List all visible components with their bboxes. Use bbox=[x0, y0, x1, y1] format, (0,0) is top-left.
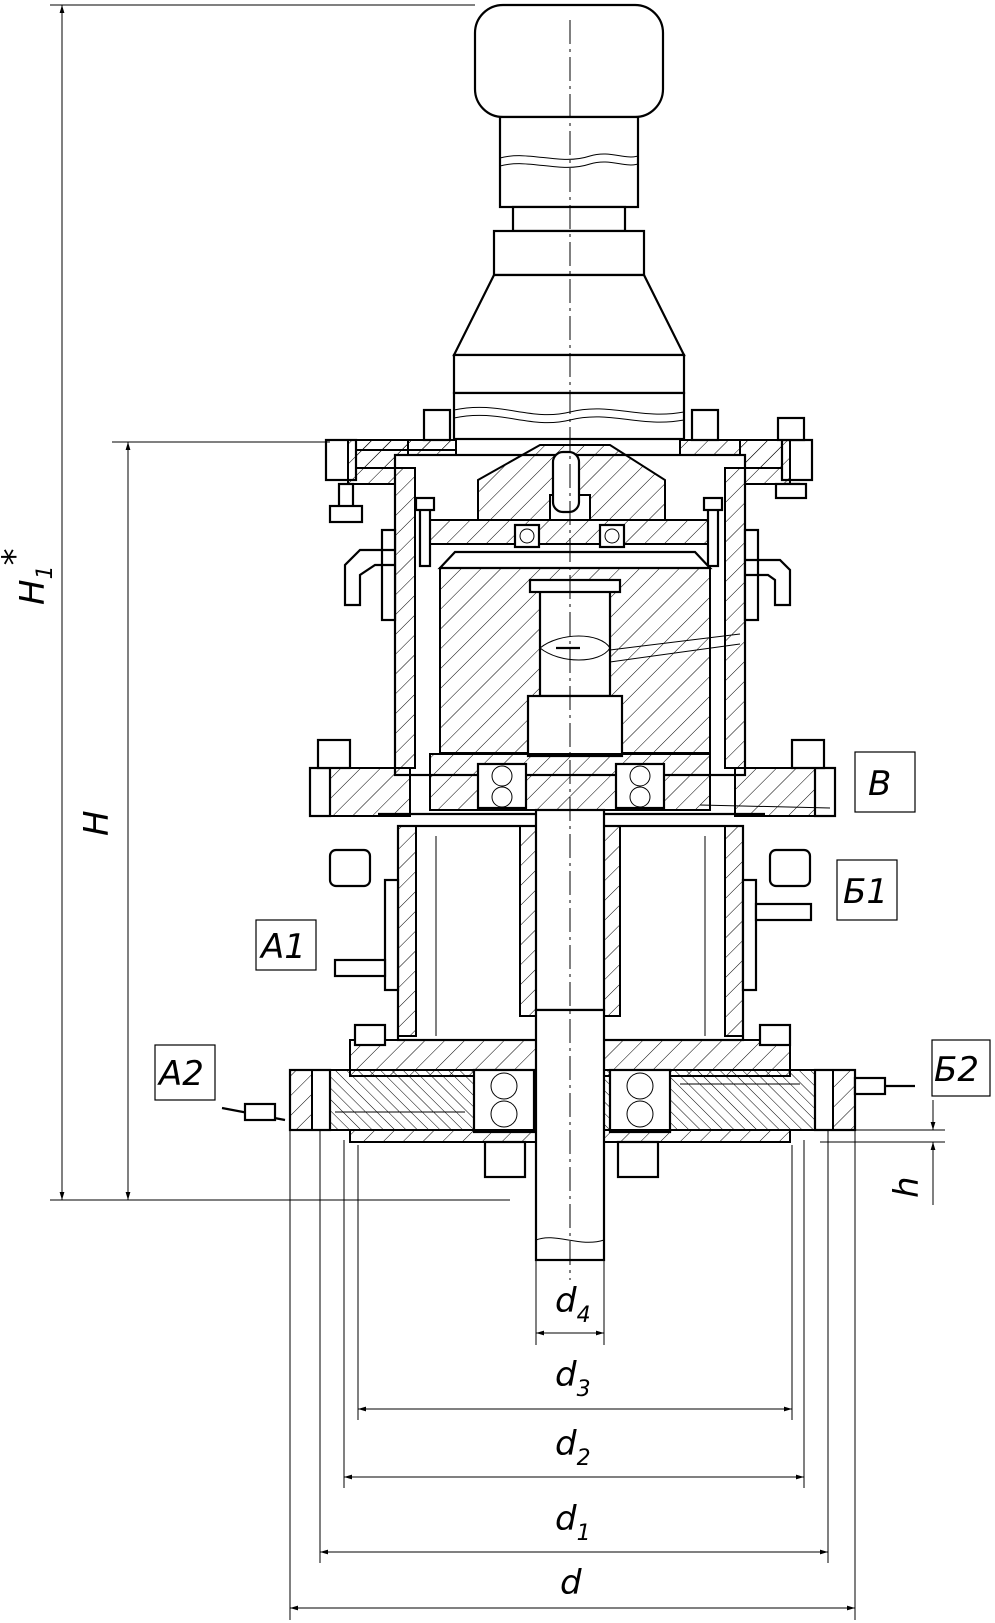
callout-a2: A2 bbox=[154, 1044, 216, 1101]
callout-b: B bbox=[854, 751, 916, 813]
upper-housing bbox=[343, 444, 792, 777]
svg-text:d1: d1 bbox=[555, 1499, 591, 1546]
svg-text:d: d bbox=[560, 1563, 582, 1603]
svg-text:d4: d4 bbox=[555, 1281, 591, 1328]
dimension-d1: d1 bbox=[319, 1130, 829, 1563]
svg-text:Б1: Б1 bbox=[843, 872, 888, 912]
svg-text:d2: d2 bbox=[555, 1424, 591, 1471]
svg-text:A2: A2 bbox=[157, 1054, 204, 1094]
dimension-h: H bbox=[77, 441, 330, 1200]
dimension-d2: d2 bbox=[343, 1140, 805, 1488]
callout-b2: Б2 bbox=[931, 1039, 991, 1097]
svg-text:H1*: H1* bbox=[0, 548, 58, 605]
dimension-h1: H1* bbox=[0, 4, 510, 1201]
svg-text:Б2: Б2 bbox=[934, 1050, 979, 1090]
svg-text:h: h bbox=[887, 1176, 927, 1198]
svg-text:H: H bbox=[77, 810, 117, 836]
motor bbox=[452, 3, 686, 441]
dimension-h-small: h bbox=[820, 1100, 945, 1205]
svg-text:B: B bbox=[868, 764, 891, 804]
dimension-d3: d3 bbox=[357, 1145, 793, 1420]
lower-housing bbox=[333, 824, 813, 1042]
callout-a1: A1 bbox=[255, 919, 317, 971]
svg-text:A1: A1 bbox=[259, 927, 306, 967]
dimension-d: d bbox=[289, 1130, 856, 1620]
dimension-d4: d4 bbox=[535, 1260, 605, 1345]
svg-text:d3: d3 bbox=[555, 1355, 591, 1402]
callout-b1: Б1 bbox=[836, 859, 898, 921]
